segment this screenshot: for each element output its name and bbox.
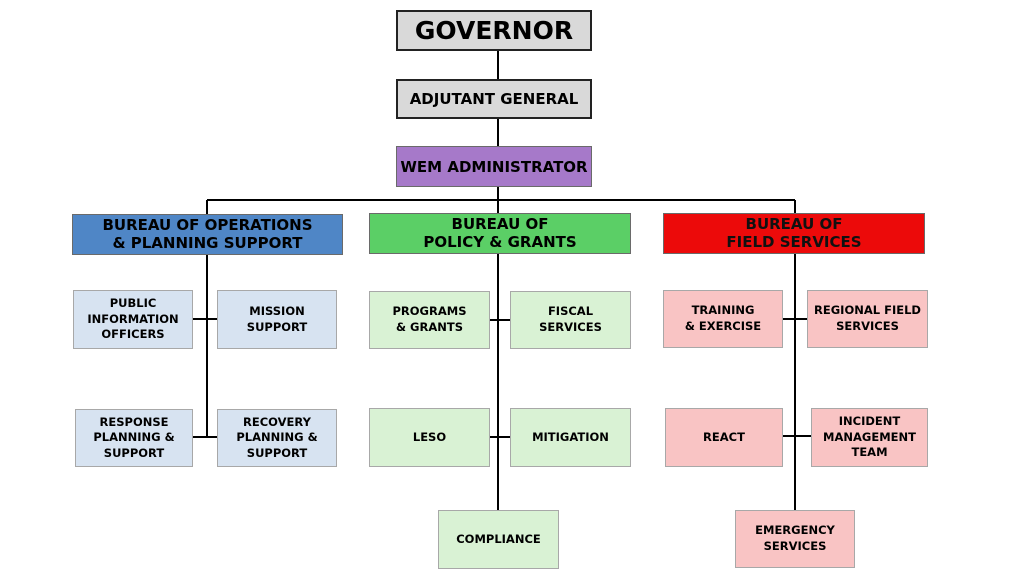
emergency-services-label: EMERGENCY SERVICES xyxy=(755,523,835,553)
bureau-field-box: BUREAU OF FIELD SERVICES xyxy=(663,213,925,254)
response-planning-label: RESPONSE PLANNING & SUPPORT xyxy=(93,414,175,460)
adjutant-general-box: ADJUTANT GENERAL xyxy=(396,79,592,119)
react-label: REACT xyxy=(703,429,745,444)
mitigation-label: MITIGATION xyxy=(532,429,609,444)
programs-grants-label: PROGRAMS & GRANTS xyxy=(392,304,467,334)
mitigation-box: MITIGATION xyxy=(510,408,631,467)
training-exercise-label: TRAINING & EXERCISE xyxy=(684,303,762,333)
mission-support-label: MISSION SUPPORT xyxy=(246,303,308,334)
leso-box: LESO xyxy=(369,408,490,467)
react-box: REACT xyxy=(665,408,783,467)
regional-field-services-box: REGIONAL FIELD SERVICES xyxy=(807,290,928,348)
fiscal-services-box: FISCAL SERVICES xyxy=(510,291,631,349)
emergency-services-box: EMERGENCY SERVICES xyxy=(735,510,855,568)
wem-administrator-box: WEM ADMINISTRATOR xyxy=(396,146,592,187)
bureau-policy-box: BUREAU OF POLICY & GRANTS xyxy=(369,213,631,254)
recovery-planning-box: RECOVERY PLANNING & SUPPORT xyxy=(217,409,337,467)
bureau-operations-title: BUREAU OF OPERATIONS & PLANNING SUPPORT xyxy=(102,216,313,252)
wem-administrator-label: WEM ADMINISTRATOR xyxy=(400,157,588,176)
incident-management-team-box: INCIDENT MANAGEMENT TEAM xyxy=(811,408,928,467)
governor-box: GOVERNOR xyxy=(396,10,592,51)
bureau-policy-title: BUREAU OF POLICY & GRANTS xyxy=(423,215,577,251)
compliance-box: COMPLIANCE xyxy=(438,510,559,569)
response-planning-box: RESPONSE PLANNING & SUPPORT xyxy=(75,409,193,467)
fiscal-services-label: FISCAL SERVICES xyxy=(539,304,602,334)
public-information-officers-box: PUBLIC INFORMATION OFFICERS xyxy=(73,290,193,349)
mission-support-box: MISSION SUPPORT xyxy=(217,290,337,349)
regional-field-services-label: REGIONAL FIELD SERVICES xyxy=(814,303,921,333)
leso-label: LESO xyxy=(412,429,447,444)
programs-grants-box: PROGRAMS & GRANTS xyxy=(369,291,490,349)
public-information-officers-label: PUBLIC INFORMATION OFFICERS xyxy=(87,296,179,342)
bureau-operations-box: BUREAU OF OPERATIONS & PLANNING SUPPORT xyxy=(72,214,343,255)
adjutant-general-label: ADJUTANT GENERAL xyxy=(409,90,579,108)
governor-label: GOVERNOR xyxy=(414,15,574,45)
incident-management-team-label: INCIDENT MANAGEMENT TEAM xyxy=(823,414,916,460)
bureau-field-title: BUREAU OF FIELD SERVICES xyxy=(726,215,862,251)
recovery-planning-label: RECOVERY PLANNING & SUPPORT xyxy=(236,414,318,460)
training-exercise-box: TRAINING & EXERCISE xyxy=(663,290,783,348)
compliance-label: COMPLIANCE xyxy=(456,531,541,546)
